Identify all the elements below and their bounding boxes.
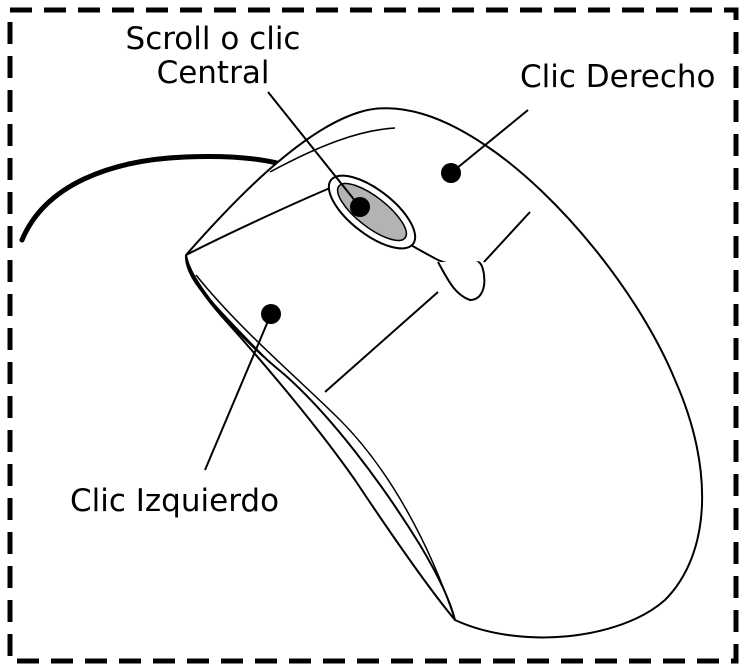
left-click-label: Clic Izquierdo [70, 483, 280, 519]
mouse-side-line [195, 274, 456, 621]
buttons-top-edge [185, 187, 331, 256]
right-click-leader-line [450, 109, 529, 174]
scroll-label-line1: Scroll o clic [125, 21, 301, 57]
right-click-label: Clic Derecho [520, 59, 716, 95]
scroll-wheel[interactable] [330, 174, 415, 249]
right-button-edge [483, 211, 531, 263]
left-button-edge [324, 291, 439, 393]
mouse-body [184, 107, 704, 639]
mouse-top-ridge [269, 127, 396, 173]
left-click-leader-line [204, 313, 272, 471]
button-notch [437, 261, 486, 302]
scroll-leader-line [267, 91, 361, 208]
scroll-label-line2: Central [156, 55, 270, 91]
scroll-label: Scroll o clic Central [108, 22, 318, 90]
dashed-frame [7, 7, 739, 664]
